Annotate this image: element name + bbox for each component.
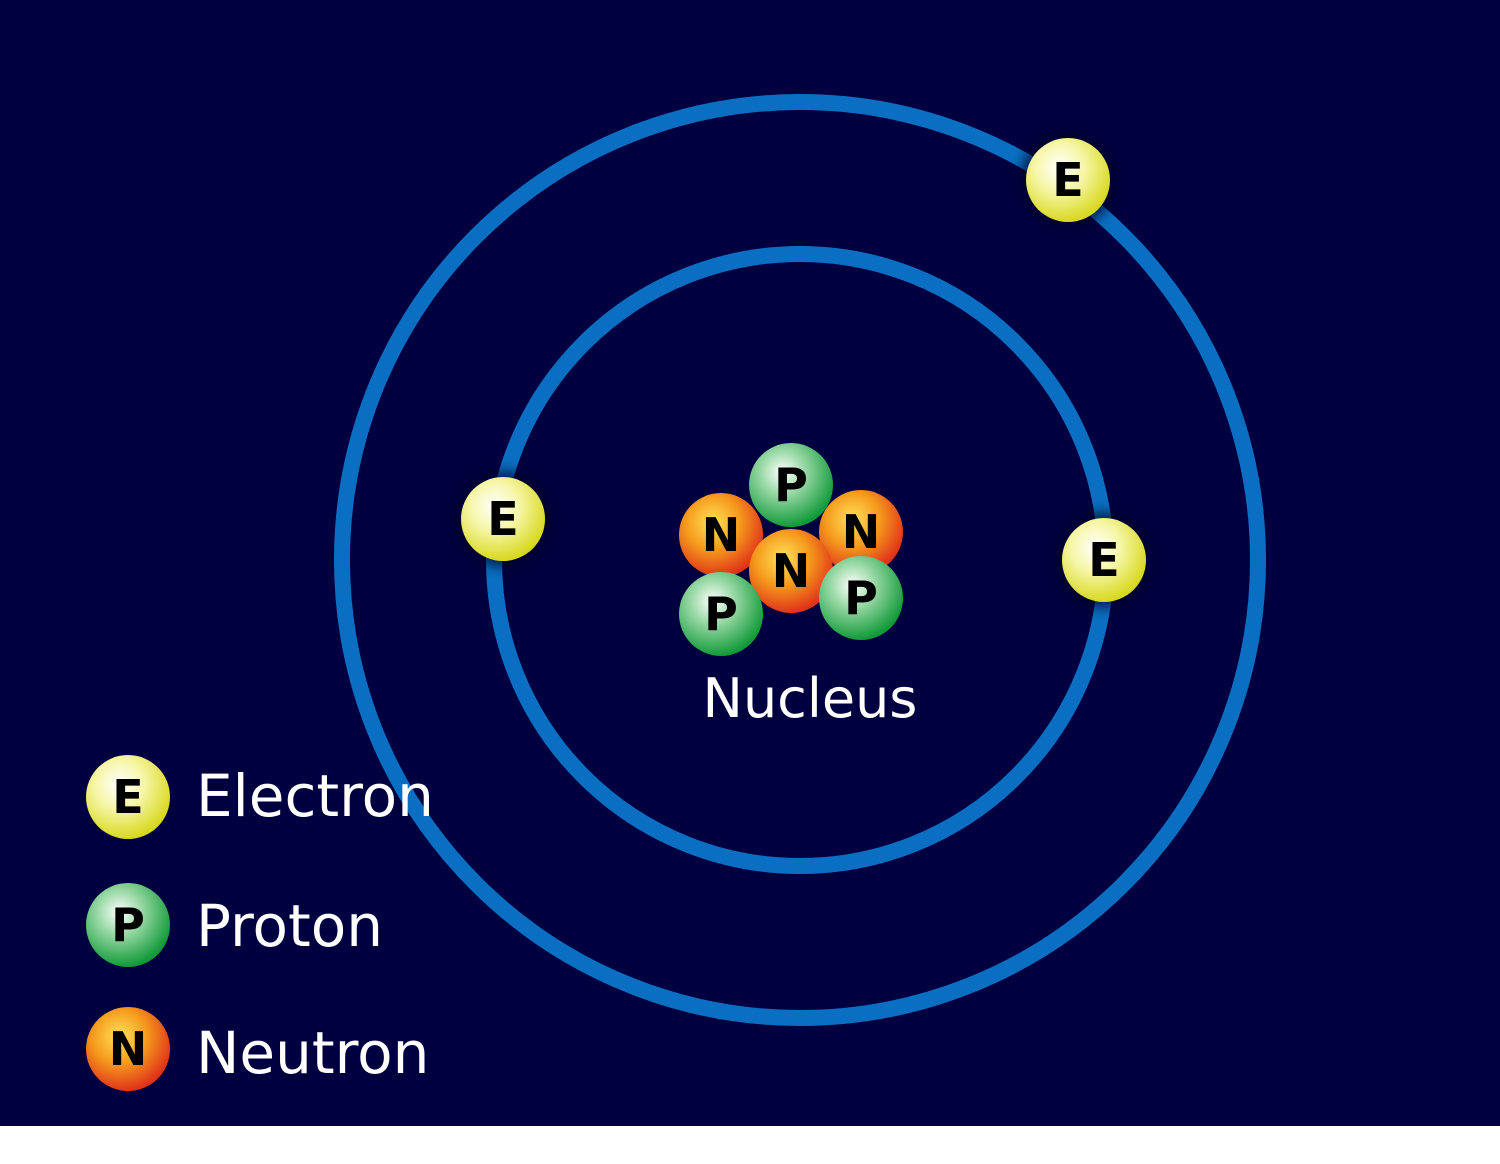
nucleus: N N P N P P	[679, 443, 903, 656]
electron-letter: E	[1052, 153, 1083, 207]
legend-neutron-label: Neutron	[196, 1019, 429, 1087]
electron-inner-left: E	[455, 471, 551, 567]
electron-letter: E	[487, 492, 518, 546]
legend-item-neutron: N Neutron	[86, 1007, 429, 1091]
neutron-letter: N	[702, 508, 741, 562]
legend-neutron-letter: N	[109, 1022, 148, 1076]
proton-letter: P	[774, 458, 808, 512]
legend-electron-letter: E	[112, 770, 143, 824]
proton-icon	[86, 883, 170, 967]
electron-outer-top-right: E	[1020, 132, 1116, 228]
neutron-letter: N	[772, 544, 811, 598]
proton-top: P	[749, 443, 833, 527]
legend-electron-label: Electron	[196, 762, 434, 830]
neutron-center: N	[749, 529, 833, 613]
legend-item-electron: E Electron	[86, 755, 434, 839]
proton-letter: P	[844, 571, 878, 625]
legend: E Electron P Proton N Neutron	[86, 755, 434, 1091]
proton-bottom-left: P	[679, 572, 763, 656]
electron-inner-right: E	[1056, 512, 1152, 608]
proton-letter: P	[704, 587, 738, 641]
atom-diagram: E E E N N P N P P	[0, 0, 1500, 1126]
legend-proton-label: Proton	[196, 892, 383, 960]
outer-orbit	[334, 94, 1266, 1026]
nucleus-label: Nucleus	[703, 667, 918, 730]
neutron-right: N	[819, 490, 903, 574]
proton-bottom-right: P	[819, 556, 903, 640]
electron-icon	[86, 755, 170, 839]
neutron-letter: N	[842, 505, 881, 559]
electron-letter: E	[1088, 533, 1119, 587]
legend-proton-letter: P	[111, 898, 145, 952]
legend-item-proton: P Proton	[86, 883, 383, 967]
neutron-icon	[86, 1007, 170, 1091]
neutron-left: N	[679, 493, 763, 577]
